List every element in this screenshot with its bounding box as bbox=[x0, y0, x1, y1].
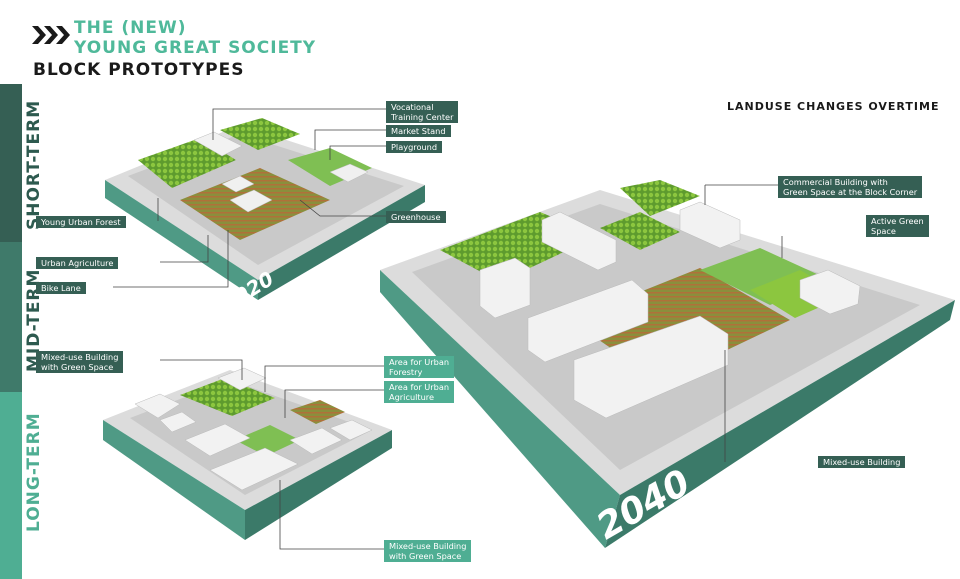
short-term-bar bbox=[0, 84, 22, 242]
long-term-bar bbox=[0, 392, 22, 579]
label-mixed-use-green-space-top: Mixed-use Building with Green Space bbox=[36, 351, 124, 373]
mid-term-bar bbox=[0, 242, 22, 392]
label-mixed-use-building: Mixed-use Building bbox=[818, 456, 906, 468]
label-vocational-training-center: Vocational Training Center bbox=[386, 101, 459, 123]
label-playground: Playground bbox=[386, 141, 443, 153]
label-area-urban-forestry: Area for Urban Forestry bbox=[384, 356, 455, 378]
label-commercial-building: Commercial Building with Green Space at … bbox=[778, 176, 923, 198]
label-market-stand: Market Stand bbox=[386, 125, 451, 137]
block-2060 bbox=[103, 367, 392, 540]
label-area-urban-agriculture: Area for Urban Agriculture bbox=[384, 381, 455, 403]
label-greenhouse: Greenhouse bbox=[386, 211, 446, 223]
label-active-green-space: Active Green Space bbox=[866, 215, 929, 237]
landuse-subtitle: LANDUSE CHANGES OVERTIME bbox=[727, 100, 940, 113]
title-line-1: THE (NEW) bbox=[74, 18, 187, 38]
block-2020 bbox=[105, 118, 425, 300]
block-2040 bbox=[380, 180, 955, 548]
chevrons-icon bbox=[32, 26, 70, 44]
leader-lines bbox=[113, 108, 783, 550]
phase-sidebar bbox=[0, 0, 22, 579]
label-urban-agriculture: Urban Agriculture bbox=[36, 257, 119, 269]
title-line-2: YOUNG GREAT SOCIETY bbox=[74, 38, 317, 58]
title-line-3: BLOCK PROTOTYPES bbox=[33, 60, 245, 80]
label-mixed-use-green-space-bottom: Mixed-use Building with Green Space bbox=[384, 540, 472, 562]
label-bike-lane: Bike Lane bbox=[36, 282, 86, 294]
label-young-urban-forest: Young Urban Forest bbox=[36, 216, 126, 228]
